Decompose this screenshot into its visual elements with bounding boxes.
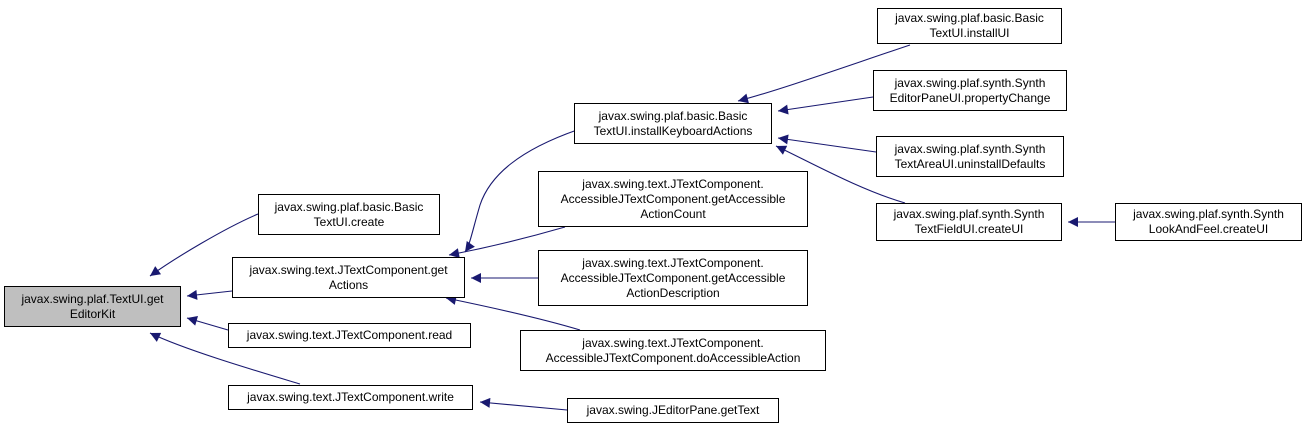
node-line: EditorKit (69, 306, 116, 321)
edge-getactions-to-root (186, 289, 233, 300)
node-basictextui-create[interactable]: javax.swing.plaf.basic.Basic TextUI.crea… (258, 194, 440, 235)
node-jtextcomponent-write[interactable]: javax.swing.text.JTextComponent.write (228, 385, 473, 410)
node-line: javax.swing.text.JTextComponent.write (247, 390, 454, 404)
node-line: TextAreaUI.uninstallDefaults (894, 156, 1046, 171)
node-line: javax.swing.plaf.basic.Basic (895, 11, 1044, 25)
node-line: TextUI.installKeyboardActions (593, 123, 753, 138)
node-line: javax.swing.text.JTextComponent.read (246, 328, 453, 342)
edge-basiccreate-to-root (149, 213, 259, 277)
node-line: javax.swing.text.JTextComponent. (582, 255, 764, 270)
node-line: EditorPaneUI.propertyChange (889, 90, 1051, 105)
node-line: javax.swing.plaf.basic.Basic (274, 199, 424, 214)
node-line: javax.swing.plaf.synth.Synth (893, 207, 1045, 221)
node-jtextcomponent-read[interactable]: javax.swing.text.JTextComponent.read (228, 323, 471, 348)
edge-textfield-to-installkeyboard (775, 145, 906, 204)
node-line: AccessibleJTextComponent.getAccessible (560, 270, 786, 285)
node-line: javax.swing.plaf.synth.Synth (894, 75, 1046, 90)
node-synth-editorpaneui-propertychange[interactable]: javax.swing.plaf.synth.Synth EditorPaneU… (873, 70, 1067, 111)
edge-gettext-to-write (479, 397, 568, 411)
node-textui-geteditorkit[interactable]: javax.swing.plaf.TextUI.get EditorKit (4, 286, 181, 327)
node-line: javax.swing.text.JTextComponent.get (249, 262, 448, 277)
edge-write-to-root (149, 332, 301, 385)
node-synth-textfieldui-createui[interactable]: javax.swing.plaf.synth.Synth TextFieldUI… (876, 203, 1062, 241)
node-line: javax.swing.JEditorPane.getText (586, 403, 760, 417)
node-line: javax.swing.plaf.basic.Basic (598, 108, 748, 123)
node-line: javax.swing.text.JTextComponent. (582, 176, 764, 191)
node-jtextcomponent-getactions[interactable]: javax.swing.text.JTextComponent.get Acti… (232, 257, 465, 298)
node-basictextui-installkeyboardactions[interactable]: javax.swing.plaf.basic.Basic TextUI.inst… (574, 103, 772, 144)
node-line: ActionDescription (626, 285, 720, 300)
node-synth-textareaui-uninstalldefaults[interactable]: javax.swing.plaf.synth.Synth TextAreaUI.… (876, 136, 1064, 177)
node-accessible-getaccessibleactiondescription[interactable]: javax.swing.text.JTextComponent. Accessi… (538, 250, 808, 306)
edge-installkeyboard-to-getactions (464, 129, 578, 253)
node-line: ActionCount (640, 206, 706, 221)
node-line: TextUI.create (313, 214, 385, 229)
edge-accdo-to-getactions (445, 295, 581, 331)
edge-textarea-to-installkeyboard (777, 134, 877, 153)
node-line: AccessibleJTextComponent.doAccessibleAct… (545, 350, 801, 365)
node-synth-lookandfeel-createui[interactable]: javax.swing.plaf.synth.Synth LookAndFeel… (1115, 203, 1302, 241)
node-accessible-doaccessibleaction[interactable]: javax.swing.text.JTextComponent. Accessi… (520, 330, 826, 371)
edge-acccount-to-getactions (448, 226, 566, 259)
node-line: javax.swing.plaf.synth.Synth (1133, 207, 1284, 221)
edge-installui-to-installkeyboard (737, 44, 911, 104)
node-line: AccessibleJTextComponent.getAccessible (560, 191, 786, 206)
edge-editorpane-to-installkeyboard (777, 96, 874, 115)
node-accessible-getaccessibleactioncount[interactable]: javax.swing.text.JTextComponent. Accessi… (538, 171, 808, 227)
edge-read-to-root (186, 316, 229, 331)
node-line: javax.swing.text.JTextComponent. (582, 335, 764, 350)
node-jeditorpane-gettext[interactable]: javax.swing.JEditorPane.getText (567, 398, 779, 423)
node-line: TextFieldUI.createUI (914, 222, 1024, 236)
node-line: TextUI.installUI (929, 26, 1010, 40)
node-line: javax.swing.plaf.synth.Synth (894, 141, 1046, 156)
node-line: javax.swing.plaf.TextUI.get (21, 291, 164, 306)
node-basictextui-installui[interactable]: javax.swing.plaf.basic.Basic TextUI.inst… (877, 8, 1062, 44)
node-line: Actions (328, 277, 369, 292)
node-line: LookAndFeel.createUI (1148, 222, 1269, 236)
